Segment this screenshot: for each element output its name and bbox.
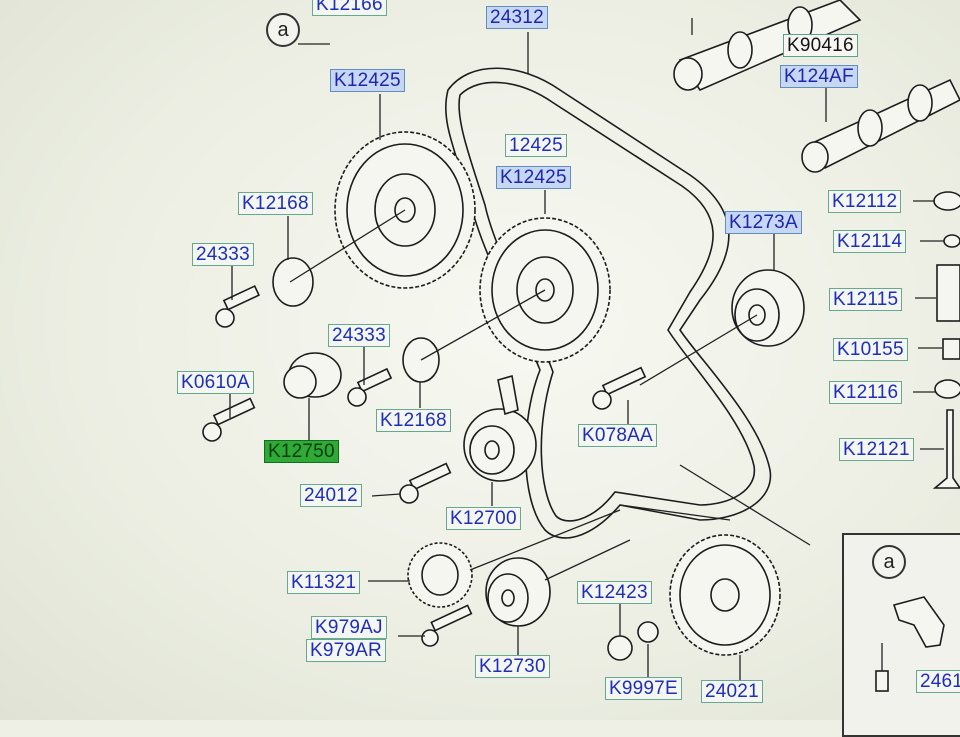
crank-gear-small	[407, 542, 473, 608]
washer-lower	[637, 621, 659, 643]
camshaft-upper	[673, 0, 862, 92]
valve-seal	[942, 338, 960, 360]
bolt-lower	[421, 604, 473, 647]
part-label-24333-mid[interactable]: 24333	[328, 324, 390, 347]
bolt-idler-right	[592, 366, 647, 410]
camshaft-lower	[801, 78, 960, 173]
part-label-k12114[interactable]: K12114	[833, 230, 907, 253]
part-label-2461[interactable]: 2461	[916, 670, 960, 693]
idler-pulley-lower	[485, 557, 551, 627]
part-label-k1273a[interactable]: K1273A	[725, 211, 802, 234]
part-label-k979ar[interactable]: K979AR	[306, 639, 386, 662]
bolt-left	[202, 397, 256, 442]
part-label-k12425-upper[interactable]: K12425	[330, 69, 405, 92]
part-label-k12166[interactable]: K12166	[312, 0, 387, 16]
washer-upper	[272, 257, 314, 307]
part-label-k11321[interactable]: K11321	[287, 571, 361, 594]
tensioner-pulley	[463, 374, 537, 482]
part-label-24012[interactable]: 24012	[300, 484, 362, 507]
rocker-arm-drawing	[875, 596, 945, 692]
part-label-24333-upper[interactable]: 24333	[192, 243, 254, 266]
valve	[932, 409, 960, 489]
idler-pulley-right	[731, 269, 805, 347]
part-label-k12700[interactable]: K12700	[446, 507, 521, 530]
callout-a-top: a	[266, 13, 300, 47]
part-label-k12115[interactable]: K12115	[829, 288, 903, 311]
part-label-k90416[interactable]: K90416	[783, 34, 858, 57]
part-label-k078aa[interactable]: K078AA	[578, 424, 657, 447]
part-label-k12425-lower[interactable]: K12425	[496, 166, 571, 189]
valve-spring	[936, 264, 960, 322]
detail-inset-a: a 2461	[842, 533, 960, 737]
valve-shim	[933, 191, 960, 211]
part-label-k12168-mid[interactable]: K12168	[376, 409, 451, 432]
timing-belt-drawing	[202, 0, 960, 682]
part-label-k12750[interactable]: K12750	[264, 440, 339, 463]
bolt-mid	[347, 367, 393, 407]
spring-seat	[934, 379, 960, 399]
part-label-k12116[interactable]: K12116	[829, 381, 903, 404]
part-label-k10155[interactable]: K10155	[833, 338, 908, 361]
bolt-tensioner	[399, 462, 452, 504]
bolt-upper	[215, 285, 260, 328]
part-label-k0610a[interactable]: K0610A	[177, 371, 254, 394]
part-label-24021[interactable]: 24021	[701, 680, 763, 703]
callout-a-inset: a	[872, 545, 906, 579]
part-label-k12112[interactable]: K12112	[828, 190, 902, 213]
valve-keeper	[943, 234, 960, 248]
part-label-k12168-upper[interactable]: K12168	[238, 192, 313, 215]
crank-sprocket	[669, 534, 781, 656]
part-label-k12121[interactable]: K12121	[839, 438, 914, 461]
part-label-24312[interactable]: 24312	[486, 6, 548, 29]
nut-lower	[607, 635, 633, 661]
part-label-k124af[interactable]: K124AF	[780, 65, 858, 88]
part-label-k12423[interactable]: K12423	[577, 581, 652, 604]
part-label-k9997e[interactable]: K9997E	[605, 677, 682, 700]
part-label-12425[interactable]: 12425	[505, 134, 567, 157]
part-label-k12730[interactable]: K12730	[475, 655, 550, 678]
spacer-sleeve	[283, 352, 342, 399]
part-label-k979aj[interactable]: K979AJ	[311, 616, 387, 639]
